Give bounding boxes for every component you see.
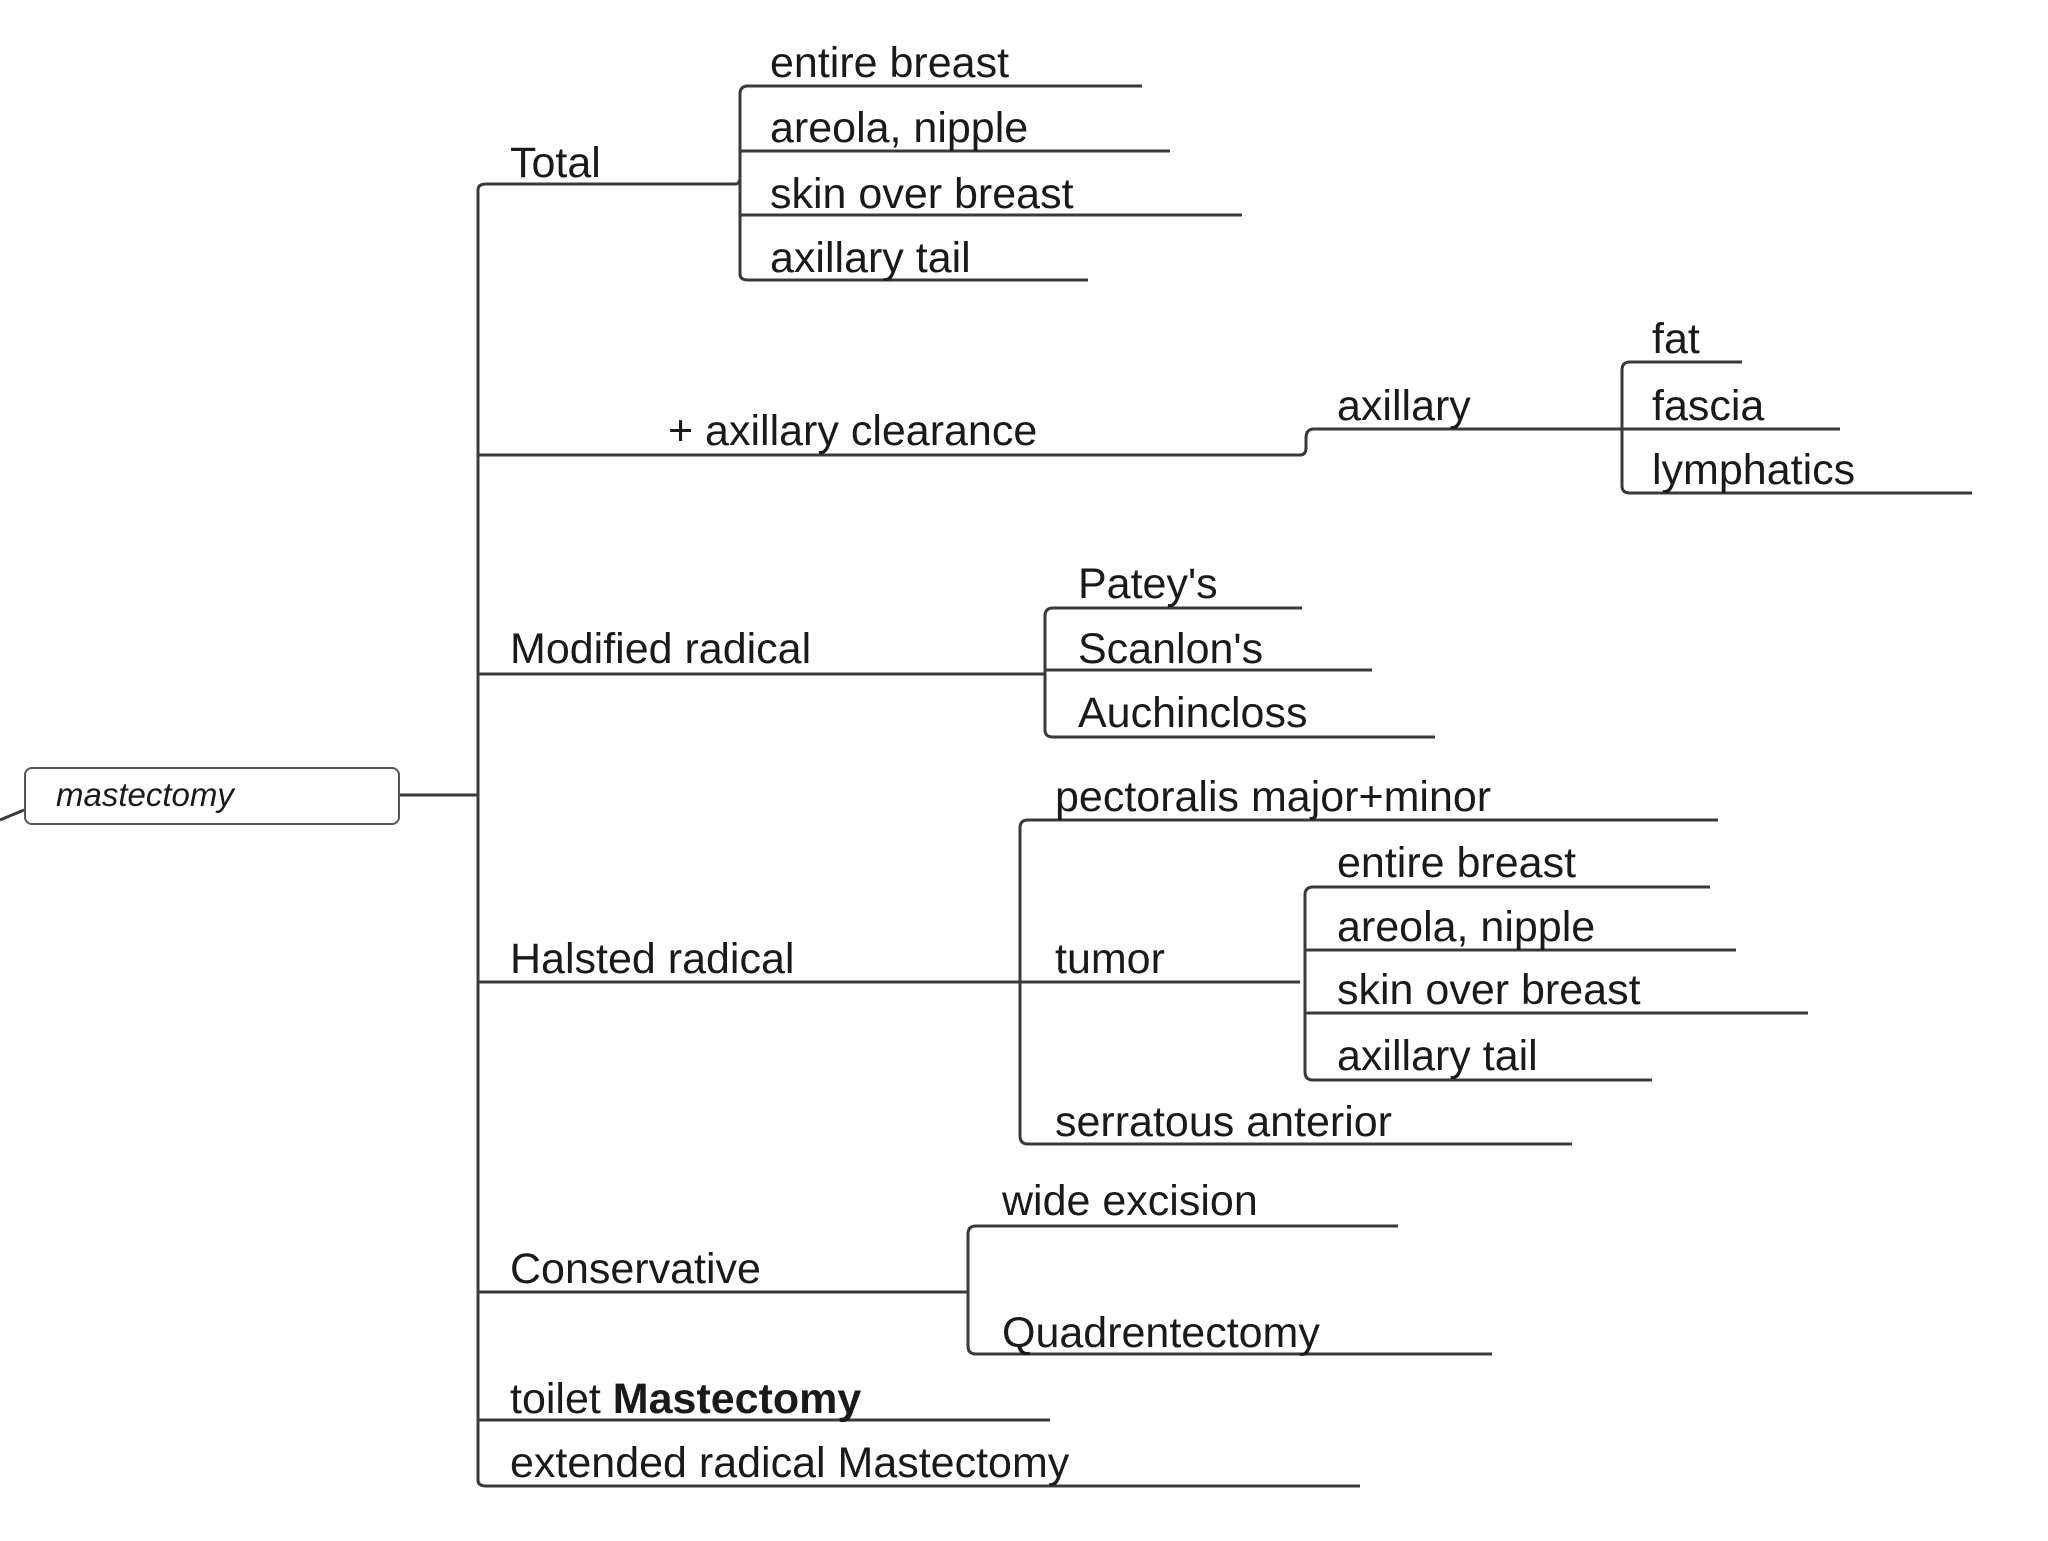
tumor-child-3-label: skin over breast: [1337, 966, 1641, 1014]
toilet-bold: Mastectomy: [612, 1375, 862, 1423]
quadrentectomy-line: [966, 1345, 1492, 1356]
pectoralis-line: [1018, 818, 1718, 829]
tumor-child-1-label: entire breast: [1337, 839, 1577, 887]
lymphatics-line: [1620, 485, 1972, 495]
toilet-prefix: toilet: [510, 1375, 601, 1423]
tumor-label: tumor: [1055, 935, 1165, 983]
branch-clearance-label: + axillary clearance: [668, 407, 1038, 455]
total-child-1-label: entire breast: [770, 39, 1010, 87]
lymphatics-label: lymphatics: [1652, 446, 1856, 494]
branch-extended-line: [476, 1479, 1360, 1488]
total-child-4-line: [738, 273, 1088, 282]
fascia-label: fascia: [1652, 382, 1765, 430]
root-node: [24, 767, 400, 825]
branch-conservative-label: Conservative: [510, 1245, 761, 1293]
tumor-child-2-label: areola, nipple: [1337, 903, 1596, 951]
tumor-child-4-line: [1303, 1071, 1652, 1082]
pectoralis-label: pectoralis major+minor: [1055, 773, 1492, 821]
wide-excision-line: [966, 1224, 1398, 1235]
branch-extended-label: extended radical Mastectomy: [510, 1439, 1070, 1487]
serratus-line: [1018, 1135, 1572, 1146]
fat-line: [1620, 360, 1742, 371]
root-label: mastectomy: [56, 776, 234, 813]
branch-halsted-label: Halsted radical: [510, 935, 795, 983]
branch-total-label: Total: [510, 139, 601, 187]
branch-modified-label: Modified radical: [510, 625, 812, 673]
scanlons-label: Scanlon's: [1078, 625, 1264, 673]
total-child-2-label: areola, nipple: [770, 104, 1029, 152]
auchincloss-line: [1043, 729, 1435, 739]
serratus-label: serratous anterior: [1055, 1098, 1392, 1146]
tumor-child-1-line: [1303, 885, 1710, 896]
total-child-1-line: [738, 84, 1142, 95]
quadrentectomy-label: Quadrentectomy: [1002, 1309, 1320, 1357]
total-child-4-label: axillary tail: [770, 234, 971, 282]
auchincloss-label: Auchincloss: [1078, 689, 1308, 737]
pateys-line: [1043, 606, 1302, 617]
wide-excision-label: wide excision: [1002, 1177, 1258, 1225]
pateys-label: Patey's: [1078, 560, 1218, 608]
branch-total-line: [476, 182, 735, 191]
root-stub-line: [0, 808, 25, 822]
fat-label: fat: [1652, 315, 1700, 363]
axillary-label: axillary: [1337, 382, 1471, 430]
branch-toilet-label: toilet Mastectomy: [510, 1378, 861, 1421]
total-child-3-label: skin over breast: [770, 170, 1074, 218]
axillary-line: [1299, 427, 1615, 457]
tumor-child-4-label: axillary tail: [1337, 1032, 1538, 1080]
